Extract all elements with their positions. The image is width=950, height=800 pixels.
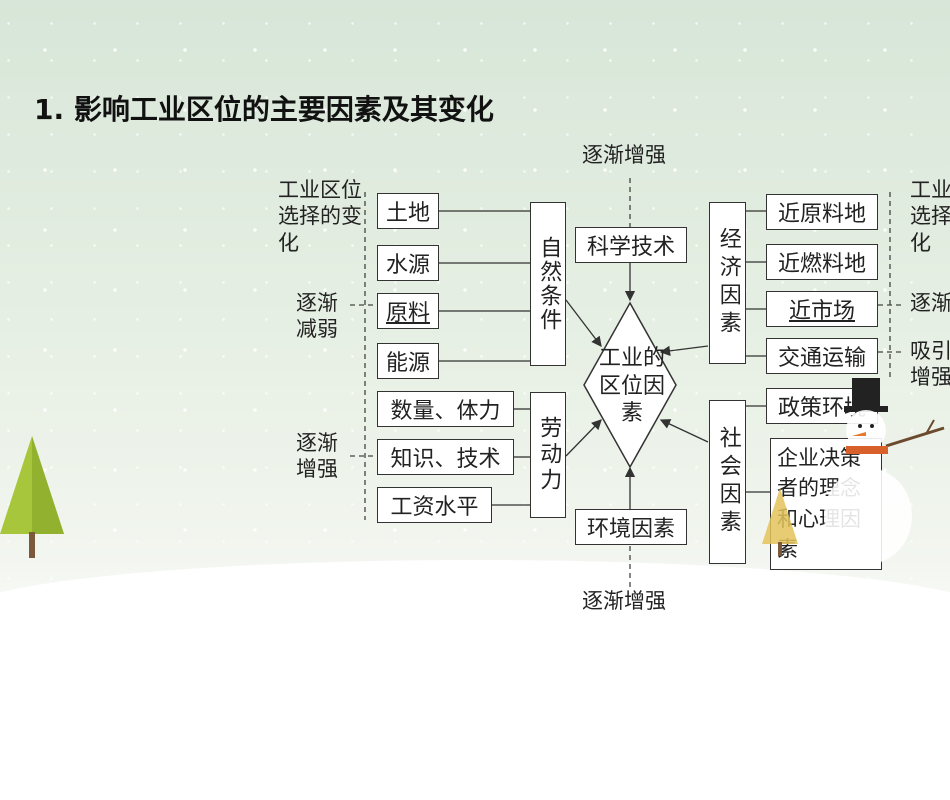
left-change-label: 工业区位选择的变化 — [278, 178, 362, 255]
labor-group-label: 劳动力 — [536, 416, 562, 494]
diagram-connectors — [350, 178, 905, 588]
economic-item-near-raw: 近原料地 — [766, 194, 878, 230]
natural-group-box: 自然条件 — [530, 202, 566, 366]
left-strengthen-label: 逐渐增强 — [296, 431, 338, 482]
economic-group-label: 经济因素 — [715, 227, 741, 339]
natural-item-raw-material: 原料 — [377, 293, 439, 329]
economic-item-transport: 交通运输 — [766, 338, 878, 374]
right-weaken-label: 逐渐 — [910, 291, 950, 315]
labor-item-quantity: 数量、体力 — [377, 391, 514, 427]
natural-item-land: 土地 — [377, 193, 439, 229]
center-label: 工业的区位因素 — [598, 346, 665, 426]
natural-item-energy: 能源 — [377, 343, 439, 379]
right-change-label: 工业区位选择的变化 — [910, 178, 950, 255]
social-group-box: 社会因素 — [709, 400, 746, 564]
labor-item-knowledge: 知识、技术 — [377, 439, 514, 475]
environment-box: 环境因素 — [575, 509, 687, 545]
right-attract-label: 吸引增强 — [910, 339, 950, 390]
left-weaken-label: 逐渐减弱 — [296, 291, 338, 342]
economic-group-box: 经济因素 — [709, 202, 746, 364]
natural-group-label: 自然条件 — [536, 236, 562, 332]
bottom-strengthen-label: 逐渐增强 — [582, 589, 666, 613]
center-diamond — [583, 301, 677, 469]
snowman-illustration — [824, 378, 945, 564]
tree-illustration — [0, 436, 64, 558]
natural-item-water: 水源 — [377, 245, 439, 281]
economic-item-near-market: 近市场 — [766, 291, 878, 327]
labor-item-wage: 工资水平 — [377, 487, 492, 523]
economic-item-near-fuel: 近燃料地 — [766, 244, 878, 280]
small-tree-illustration — [762, 488, 798, 556]
page-title: 1. 影响工业区位的主要因素及其变化 — [34, 93, 494, 126]
science-box: 科学技术 — [575, 227, 687, 263]
labor-group-box: 劳动力 — [530, 392, 566, 518]
social-group-label: 社会因素 — [715, 426, 741, 538]
top-strengthen-label: 逐渐增强 — [582, 143, 666, 167]
